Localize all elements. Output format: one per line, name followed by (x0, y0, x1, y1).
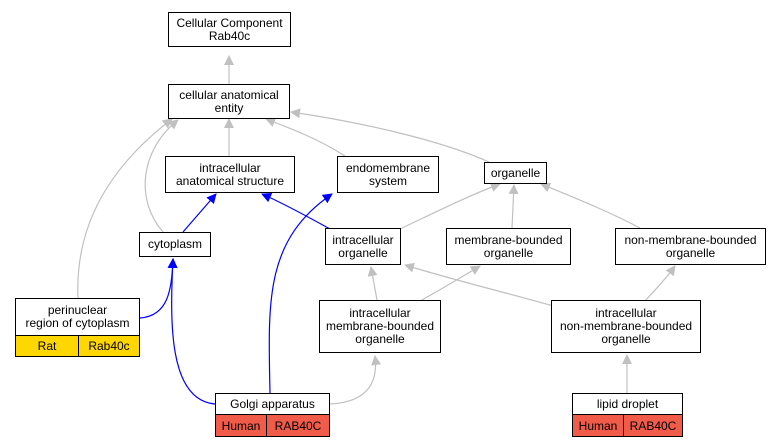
node-endomembrane-system[interactable]: endomembrane system (337, 156, 439, 193)
node-label: intracellular anatomical structure (175, 160, 285, 188)
edge-inmbo-to-non-membrane (644, 265, 676, 302)
node-label: Golgi apparatus (230, 396, 315, 411)
edge-perinuclear-to-entity (77, 118, 173, 299)
node-cellular-component[interactable]: Cellular Component Rab40c (168, 12, 291, 47)
edge-imbo-to-membrane-bounded (419, 265, 481, 302)
node-intracellular-organelle[interactable]: intracellular organelle (325, 228, 401, 265)
edge-endomembrane-to-entity (265, 117, 346, 157)
node-intracellular-membrane-bounded-organelle[interactable]: intracellular membrane-bounded organelle (319, 300, 441, 353)
edge-cytoplasm-to-entity (144, 119, 179, 233)
node-label: lipid droplet (596, 396, 659, 411)
node-label: cellular anatomical entity (179, 87, 279, 115)
edge-organelle-to-entity (290, 108, 490, 163)
edge-cytoplasm-to-structure (182, 193, 217, 233)
edge-non-membrane-to-organelle (540, 182, 641, 229)
node-intracellular-anatomical-structure[interactable]: intracellular anatomical structure (165, 156, 295, 193)
edge-golgi-to-imbo (329, 355, 382, 405)
edge-perinuclear-to-cytoplasm (139, 258, 178, 319)
species-badge-rat: Rat (15, 335, 79, 357)
node-cytoplasm[interactable]: cytoplasm (139, 232, 211, 257)
species-badge-human: Human (215, 414, 267, 437)
edge-intracellular-org-to-structure (261, 193, 331, 230)
node-label: membrane-bounded organelle (454, 232, 563, 260)
edge-golgi-to-cytoplasm (167, 258, 216, 405)
node-label: cytoplasm (147, 237, 203, 251)
gene-badge-rab40c: Rab40c (78, 335, 140, 357)
node-golgi-apparatus[interactable]: Golgi apparatus (215, 393, 330, 415)
gene-badge-rab40c: RAB40C (266, 414, 330, 437)
node-lipid-droplet[interactable]: lipid droplet (572, 393, 683, 415)
node-label: intracellular membrane-bounded organelle (325, 306, 435, 346)
edge-golgi-to-endomembrane (268, 193, 333, 394)
node-label: non-membrane-bounded organelle (624, 232, 757, 260)
node-label: organelle (490, 165, 541, 180)
node-non-membrane-bounded-organelle[interactable]: non-membrane-bounded organelle (615, 228, 766, 265)
edge-imbo-to-intracellular-org (367, 266, 378, 301)
node-label: intracellular organelle (332, 232, 394, 260)
node-cellular-anatomical-entity[interactable]: cellular anatomical entity (168, 84, 290, 119)
node-organelle[interactable]: organelle (484, 162, 547, 184)
node-label: intracellular non-membrane-bounded organ… (559, 306, 693, 346)
node-membrane-bounded-organelle[interactable]: membrane-bounded organelle (446, 228, 571, 265)
node-label: perinuclear region of cytoplasm (25, 303, 130, 330)
node-intracellular-non-membrane-bounded-organelle[interactable]: intracellular non-membrane-bounded organ… (551, 300, 701, 353)
edge-inmbo-to-intracellular-org (404, 262, 561, 309)
node-label: Cellular Component Rab40c (176, 15, 283, 43)
edge-membrane-bounded-to-organelle (508, 184, 519, 229)
edge-intracellular-org-to-organelle (399, 182, 501, 230)
node-perinuclear-region[interactable]: perinuclear region of cytoplasm (15, 298, 140, 336)
node-label: endomembrane system (345, 160, 431, 188)
species-badge-human: Human (572, 414, 624, 437)
gene-badge-rab40c: RAB40C (623, 414, 683, 437)
